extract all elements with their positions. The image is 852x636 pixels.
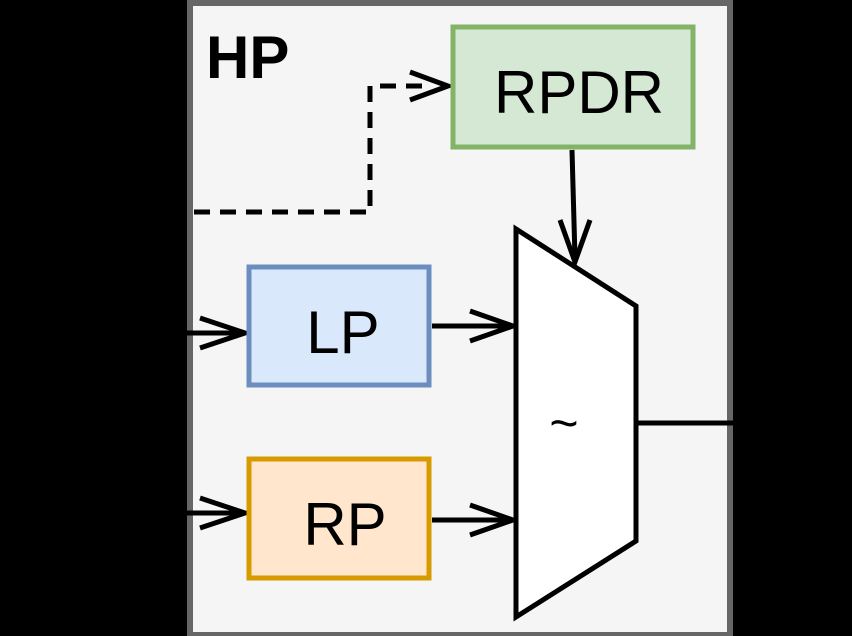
lp-label: LP bbox=[306, 299, 379, 366]
rp-to-mux-arrowhead bbox=[469, 502, 521, 538]
rpdr-to-mux-edge bbox=[569, 149, 578, 259]
lp-input-arrowhead bbox=[199, 315, 253, 351]
rpdr-to-mux-arrowhead bbox=[557, 219, 593, 270]
lp-to-mux-arrowhead bbox=[469, 308, 521, 344]
rpdr-label: RPDR bbox=[494, 59, 664, 126]
rp-block bbox=[246, 456, 432, 581]
rpdr-block bbox=[450, 24, 696, 150]
dashed-connector bbox=[194, 83, 430, 215]
rp-label: RP bbox=[303, 491, 386, 558]
rp-input-arrowhead bbox=[199, 495, 253, 531]
hp-container-label: HP bbox=[206, 24, 289, 91]
mux-label: ~ bbox=[549, 395, 578, 451]
dashed-connector-arrowhead bbox=[409, 69, 456, 103]
mux-block bbox=[513, 224, 639, 622]
lp-block bbox=[246, 264, 432, 388]
